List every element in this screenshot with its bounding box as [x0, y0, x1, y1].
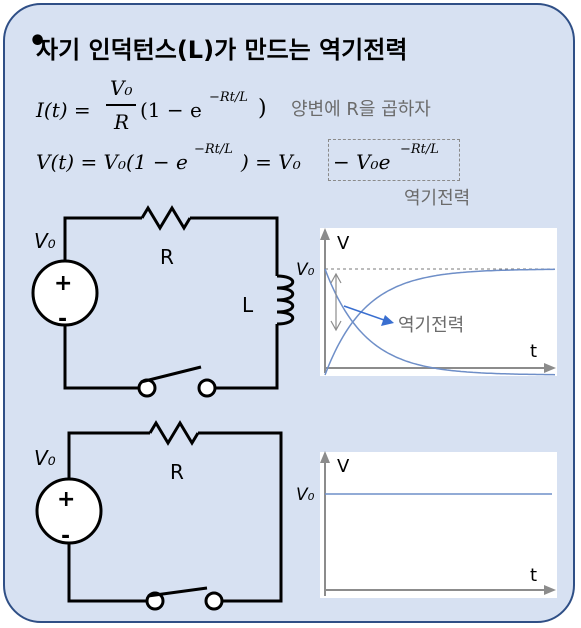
bottom-resistor-label: R — [170, 460, 184, 484]
top-source-minus: - — [58, 307, 67, 332]
bottom-wire-left-bottom — [67, 543, 146, 603]
switch-terminal-right — [197, 378, 217, 398]
top-graph-x-arrowhead — [544, 363, 556, 373]
bottom-graph-panel — [320, 452, 557, 598]
bottom-wire-right — [198, 431, 283, 603]
current-eq-close-paren: ) — [258, 96, 267, 121]
top-graph-v0-label: V₀ — [296, 260, 315, 280]
bottom-graph-x-arrowhead — [544, 585, 556, 595]
bottom-switch-lever — [147, 586, 208, 598]
back-emf-pointer-arrowhead — [381, 315, 394, 326]
inductor-label: L — [242, 293, 254, 317]
wire-left-bottom — [63, 325, 139, 390]
bottom-graph-y-label: V — [337, 456, 350, 477]
bottom-graph-y-arrowhead — [320, 451, 330, 463]
voltage-eq-boxed-term: − V₀e — [333, 150, 391, 174]
double-arrow-head-down — [330, 320, 342, 332]
top-graph-x-label: t — [530, 341, 537, 362]
voltage-eq-exponent: −Rt/L — [194, 142, 233, 157]
resistor-symbol — [140, 205, 192, 231]
wire-right-top — [190, 216, 279, 276]
top-graph-back-emf-label: 역기전력 — [398, 315, 464, 336]
voltage-eq-boxed-exponent: −Rt/L — [400, 142, 439, 157]
current-eq-paren: (1 − e — [140, 98, 202, 122]
current-eq-note: 양변에 R을 곱하자 — [291, 99, 431, 120]
bottom-voltage-source — [35, 477, 103, 545]
bottom-graph-x-label: t — [530, 565, 537, 586]
top-graph-back-emf-curve — [324, 268, 556, 376]
top-graph-panel — [320, 228, 557, 376]
current-eq-lhs: I(t) = — [36, 98, 91, 122]
top-graph-y-arrowhead — [320, 228, 330, 240]
bottom-circuit — [35, 420, 283, 611]
top-graph-current-curve — [324, 268, 556, 376]
top-source-plus: + — [54, 271, 72, 296]
current-eq-exponent: −Rt/L — [209, 90, 248, 105]
fraction-bar — [106, 104, 136, 106]
bullet-dot: • — [28, 24, 48, 59]
bottom-switch-terminal-right — [204, 591, 224, 611]
top-source-label: V₀ — [34, 229, 56, 253]
bottom-source-label: V₀ — [34, 446, 56, 470]
wire-right-bottom — [215, 324, 279, 390]
switch-lever-open — [140, 365, 202, 384]
top-graph-y-label: V — [337, 233, 350, 254]
inductor-symbol — [276, 274, 295, 326]
current-eq-numerator: V₀ — [110, 76, 133, 100]
voltage-eq-mid: ) = V₀ — [241, 150, 301, 174]
bottom-resistor-symbol — [148, 420, 200, 446]
voltage-eq-lhs: V(t) = V₀(1 − e — [36, 150, 188, 174]
back-emf-box-label: 역기전력 — [404, 188, 471, 209]
bottom-graph-v0-label: V₀ — [296, 485, 315, 505]
bottom-wire-left-top — [67, 431, 150, 479]
bottom-source-minus: - — [61, 524, 70, 549]
top-circuit — [31, 205, 295, 398]
current-eq-denominator: R — [114, 110, 130, 134]
top-resistor-label: R — [160, 245, 174, 269]
bottom-source-plus: + — [57, 487, 75, 512]
back-emf-dashed-box — [328, 139, 460, 181]
wire-left-top — [63, 216, 142, 262]
double-arrow-head-up — [330, 272, 342, 284]
voltage-source — [31, 259, 99, 327]
back-emf-pointer-line — [343, 305, 385, 321]
page-title: 자기 인덕턴스(L)가 만드는 역기전력 — [36, 36, 408, 64]
